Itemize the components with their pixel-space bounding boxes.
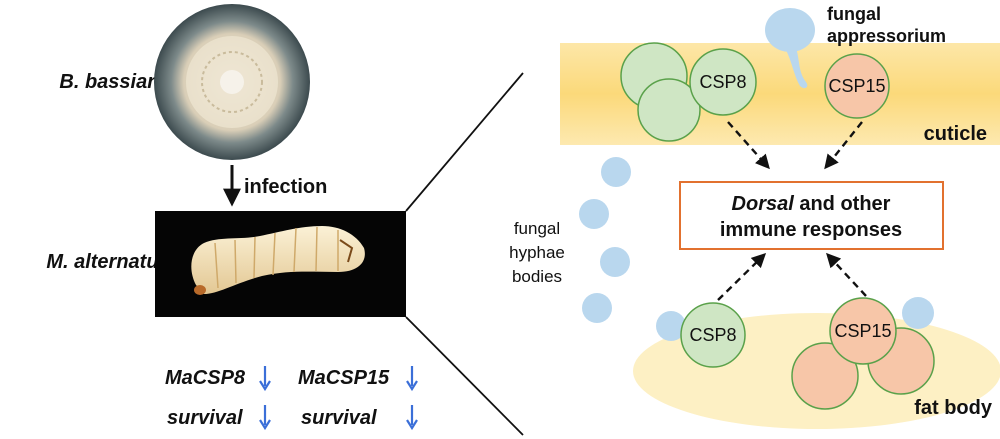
appressorium-label-line1: fungal: [827, 4, 881, 24]
hyphae-label-line1: fungal: [514, 219, 560, 238]
immune-response-box: Dorsal and other immune responses: [679, 181, 944, 250]
result-survival-1-text: survival: [167, 407, 243, 429]
immune-box-line1: Dorsal and other: [732, 193, 891, 215]
arrow-cuticle-csp8-to-box: [727, 121, 770, 170]
fat-csp15-label: CSP15: [834, 321, 891, 341]
zoom-line-bottom: [405, 316, 524, 436]
result-macsp8: MaCSP8: [165, 366, 271, 392]
down-arrow-icon: [259, 366, 271, 392]
result-macsp8-text: MaCSP8: [165, 367, 246, 389]
infection-label: infection: [244, 176, 327, 198]
larva-image: [155, 211, 406, 317]
cuticle-csp15-group: CSP15: [824, 53, 890, 119]
result-survival-1: survival: [167, 405, 271, 431]
arrow-fat-csp15-to-box: [826, 252, 867, 297]
host-label: M. alternatus: [46, 251, 169, 273]
result-macsp15: MaCSP15: [298, 366, 418, 392]
down-arrow-icon: [406, 405, 418, 431]
hyphae-label-line3: bodies: [512, 267, 562, 286]
hyphae-label-line2: hyphae: [509, 243, 565, 262]
hyphae-bodies: [579, 157, 934, 341]
arrow-fat-csp8-to-box: [717, 252, 767, 301]
down-arrow-icon: [406, 366, 418, 392]
appressorium-label-line2: appressorium: [827, 26, 946, 46]
petri-dish-image: [154, 4, 310, 160]
cuticle-csp8-label: CSP8: [699, 72, 746, 92]
down-arrow-icon: [259, 405, 271, 431]
cuticle-csp8-group: CSP8: [620, 42, 757, 142]
cuticle-csp15-label: CSP15: [828, 76, 885, 96]
immune-box-line1-rest: and other: [794, 193, 891, 215]
result-survival-2: survival: [301, 405, 418, 431]
appressorium-shape: [765, 8, 815, 89]
fat-csp15-group: CSP15: [791, 297, 935, 410]
immune-box-dorsal: Dorsal: [732, 193, 795, 215]
zoom-line-top: [405, 72, 524, 212]
fat-csp8-label: CSP8: [689, 325, 736, 345]
fat-csp8-group: CSP8: [680, 302, 746, 368]
fat-body-label: fat body: [914, 397, 993, 419]
result-macsp15-text: MaCSP15: [298, 367, 390, 389]
result-survival-2-text: survival: [301, 407, 377, 429]
cuticle-label: cuticle: [924, 123, 987, 145]
fungus-label: B. bassiana: [59, 71, 170, 93]
arrow-cuticle-csp15-to-box: [824, 121, 863, 170]
immune-box-line2: immune responses: [720, 219, 902, 241]
